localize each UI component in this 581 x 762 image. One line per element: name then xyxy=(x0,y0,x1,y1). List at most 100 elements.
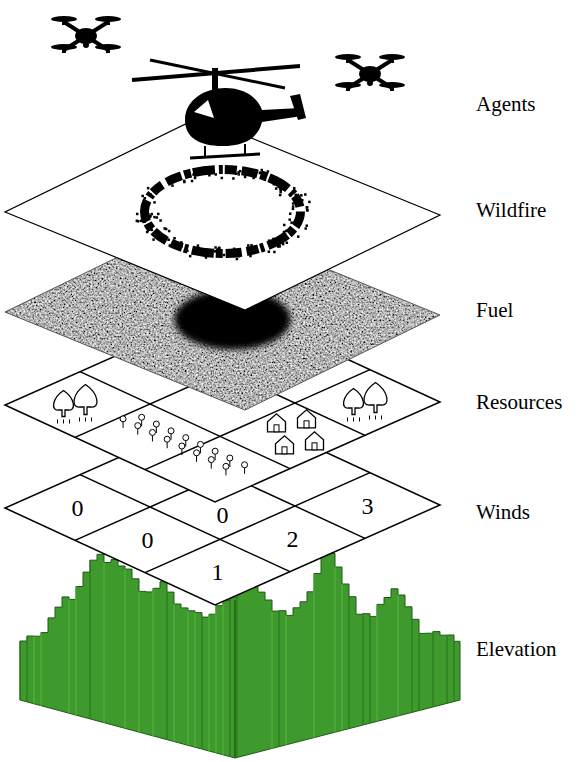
fire-speck xyxy=(238,255,241,258)
fire-speck xyxy=(267,170,270,173)
fire-speck xyxy=(308,201,311,204)
fire-speck xyxy=(146,231,149,234)
fire-speck xyxy=(162,234,165,237)
drone-body xyxy=(75,28,97,44)
fire-speck xyxy=(186,250,189,253)
small-tree xyxy=(153,421,159,427)
fire-speck xyxy=(197,244,200,247)
fire-speck xyxy=(194,177,197,180)
small-tree-trunk xyxy=(244,468,245,474)
fire-speck xyxy=(273,183,276,186)
fire-speck xyxy=(249,253,252,256)
fire-speck xyxy=(171,180,174,183)
fire-speck xyxy=(306,209,309,212)
wind-value: 0 xyxy=(217,503,229,527)
fire-speck xyxy=(290,221,293,224)
wind-value: 3 xyxy=(362,494,374,518)
wind-value: 0 xyxy=(142,528,154,552)
small-tree-trunk xyxy=(141,420,142,426)
small-tree xyxy=(194,450,200,456)
terrain-stripe xyxy=(271,611,272,748)
fire-speck xyxy=(306,206,309,209)
tree-mark xyxy=(57,420,58,424)
drone-motor xyxy=(346,85,350,91)
tree-mark xyxy=(375,416,376,420)
small-tree-trunk xyxy=(200,447,201,453)
layer-label: Winds xyxy=(476,500,530,525)
terrain-stripe xyxy=(362,614,363,725)
tree-mark xyxy=(69,420,70,424)
tree-icon xyxy=(364,383,387,413)
fire-speck xyxy=(286,242,289,245)
fire-speck xyxy=(294,194,297,197)
small-tree-trunk xyxy=(229,461,230,467)
terrain-stripe xyxy=(236,586,237,758)
small-tree-trunk xyxy=(137,429,138,435)
tail-fin xyxy=(290,94,306,120)
fire-speck xyxy=(232,177,235,180)
fire-speck xyxy=(214,246,217,249)
fire-speck xyxy=(297,235,300,238)
fire-speck xyxy=(273,251,276,254)
drone-motor xyxy=(106,19,110,25)
fire-speck xyxy=(272,238,275,241)
small-tree xyxy=(164,436,170,442)
terrain-stripe xyxy=(124,569,125,728)
small-tree xyxy=(227,455,233,461)
terrain-stripe xyxy=(222,600,223,755)
fire-speck xyxy=(168,230,171,233)
fire-speck xyxy=(147,187,150,190)
fire-speck xyxy=(278,245,281,248)
fire-speck xyxy=(292,208,295,211)
fire-speck xyxy=(149,228,152,231)
small-tree xyxy=(242,462,248,468)
fire-speck xyxy=(214,250,217,253)
fire-speck xyxy=(282,243,285,246)
fire-speck xyxy=(283,237,286,240)
skid-strut xyxy=(204,146,206,158)
fire-speck xyxy=(250,244,253,247)
fire-speck xyxy=(292,205,295,208)
tree-mark xyxy=(79,418,80,422)
cockpit-window xyxy=(194,100,214,118)
terrain-stripe xyxy=(187,611,188,745)
fire-speck xyxy=(214,173,217,176)
fire-speck xyxy=(283,224,286,227)
small-tree-trunk xyxy=(211,463,212,469)
fire-speck xyxy=(279,188,282,191)
terrain-edge xyxy=(234,600,236,758)
fire-speck xyxy=(278,241,281,244)
fire-speck xyxy=(159,219,162,222)
terrain-stripe xyxy=(348,597,349,729)
fire-speck xyxy=(296,199,299,202)
wind-value: 0 xyxy=(72,496,84,520)
fire-speck xyxy=(279,194,282,197)
small-tree xyxy=(120,416,126,422)
small-tree-trunk xyxy=(196,456,197,462)
terrain-stripe xyxy=(341,584,342,730)
terrain-stripe xyxy=(194,613,195,748)
tree-mark xyxy=(369,416,370,420)
fire-speck xyxy=(233,248,236,251)
house-door xyxy=(282,447,287,454)
fire-speck xyxy=(247,244,250,247)
fire-speck xyxy=(192,173,195,176)
fire-speck xyxy=(183,181,186,184)
fire-speck xyxy=(268,239,271,242)
drone-motor xyxy=(346,57,350,63)
tree-mark xyxy=(353,418,354,422)
fire-speck xyxy=(259,172,262,175)
wind-value: 2 xyxy=(287,527,299,551)
drone-motor xyxy=(62,19,66,25)
fire-speck xyxy=(244,169,247,172)
fire-speck xyxy=(285,230,288,233)
small-tree xyxy=(179,443,185,449)
layer-label: Elevation xyxy=(476,637,556,662)
fire-speck xyxy=(144,197,147,200)
fire-speck xyxy=(244,176,247,179)
fire-speck xyxy=(218,247,221,250)
fire-speck xyxy=(214,250,217,253)
terrain-stripe xyxy=(152,588,153,736)
small-tree xyxy=(197,441,203,447)
